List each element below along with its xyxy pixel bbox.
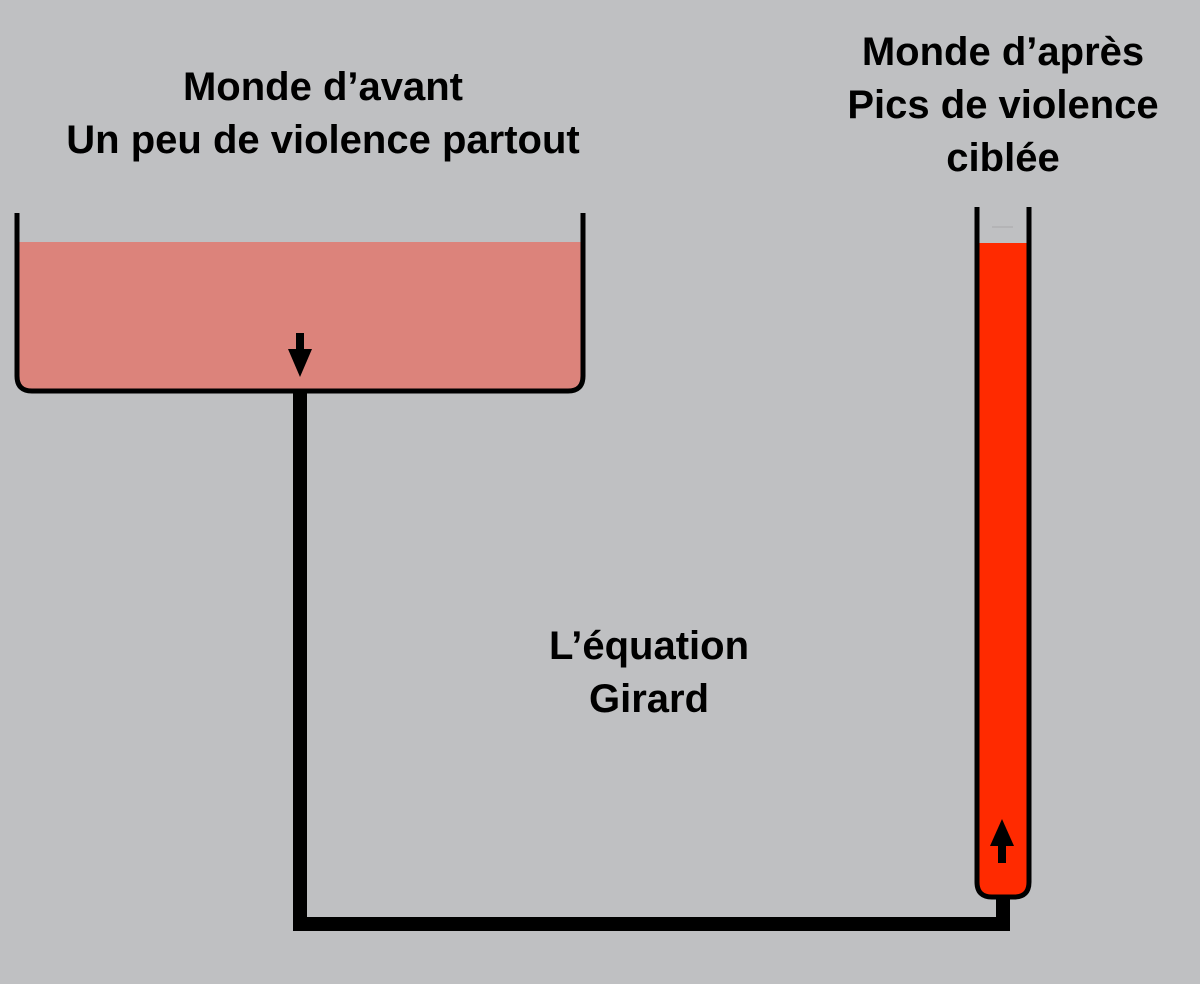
arrow-up-icon [990,819,1014,863]
after-world-title: Monde d’après [861,30,1145,74]
narrow-tube [974,207,1032,900]
wide-basin [14,213,586,394]
after-world-subtitle-1: Pics de violence [847,83,1159,127]
after-world-subtitle-2: ciblée [946,136,1060,180]
connecting-pipe [293,392,1010,931]
after-world-label: Monde d’après Pics de violence ciblée [820,26,1186,185]
before-world-label: Monde d’avant Un peu de violence partout [20,61,626,167]
equation-line-1: L’équation [549,624,749,668]
before-world-title: Monde d’avant [182,65,464,109]
girard-equation-label: L’équation Girard [520,620,778,726]
wide-basin-liquid [18,242,582,390]
equation-line-2: Girard [588,677,710,721]
arrow-down-icon [288,333,312,377]
narrow-tube-liquid [979,243,1027,895]
before-world-subtitle: Un peu de violence partout [66,118,580,162]
